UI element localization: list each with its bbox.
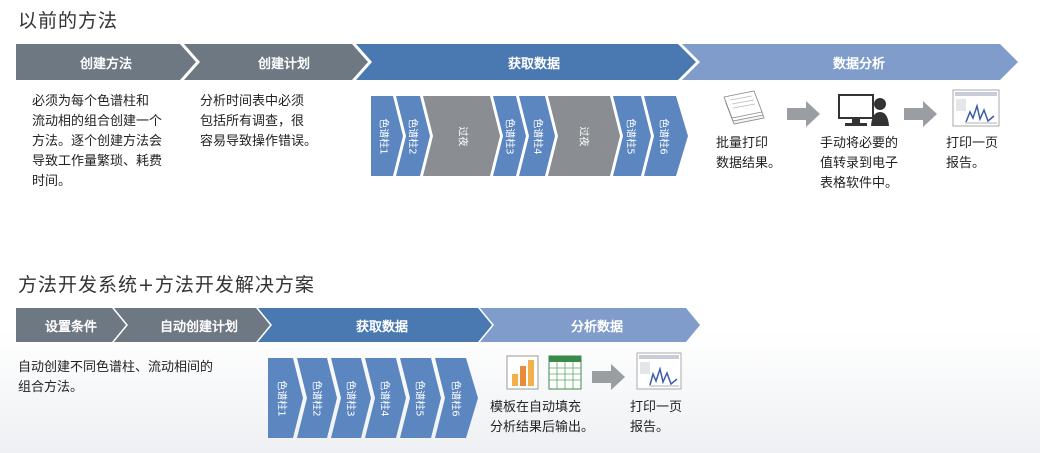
s1-col2-shape	[396, 96, 430, 176]
s2-column-3: 色谱柱3	[344, 379, 356, 417]
desc-create-method: 必须为每个色谱柱和 流动相的组合创建一个 方法。逐个创建方法会 导致工作量繁琐、…	[32, 94, 163, 189]
s1-col1-shape	[371, 96, 403, 176]
flow-arrow-2	[904, 101, 937, 127]
s1-column-5: 色谱柱5	[624, 117, 636, 155]
stage-create-plan: 创建计划	[257, 56, 310, 72]
s2-col4-shape	[365, 358, 406, 438]
stage4-shape	[682, 44, 1018, 80]
stage-auto-create-plan: 自动创建计划	[159, 319, 238, 335]
label-print-report: 打印一页 报告。	[946, 136, 999, 171]
s2-stage1-shape	[16, 308, 126, 342]
desc-auto-create: 自动创建不同色谱柱、流动相间的 组合方法。	[18, 360, 214, 395]
bar-chart-icon	[506, 355, 539, 390]
s2-col3-shape	[331, 358, 371, 438]
s2-stage2-shape	[114, 308, 270, 342]
stage-data-analysis: 数据分析	[832, 56, 885, 72]
s2-col5-shape	[400, 358, 441, 438]
background-gradient	[0, 330, 1040, 453]
stage-create-method: 创建方法	[79, 56, 132, 72]
spreadsheet-icon	[548, 355, 582, 390]
stage1-shape	[16, 44, 196, 80]
s2-stage3-shape	[258, 308, 492, 342]
s1-col3-shape	[423, 96, 500, 176]
s2-column-5: 色谱柱5	[413, 379, 425, 417]
report-icon	[952, 89, 1000, 127]
section1-title: 以前的方法	[18, 10, 119, 32]
label-template-output: 模板在自动填充 分析结果后输出。	[490, 400, 595, 435]
s2-column-1: 色谱柱1	[275, 379, 287, 417]
label-manual-transcribe: 手动将必要的 值转录到电子 表格软件中。	[820, 136, 899, 191]
s1-col4-shape	[493, 96, 526, 176]
section2-title: 方法开发系统+方法开发解决方案	[18, 274, 315, 296]
s2-col1-shape	[268, 358, 303, 438]
stage3-shape	[356, 44, 696, 80]
flow-arrow-3	[592, 364, 625, 390]
s1-col5-shape	[519, 96, 555, 176]
s1-column-2: 色谱柱2	[406, 117, 418, 155]
report-icon-2	[636, 352, 682, 390]
s1-col7-shape	[613, 96, 651, 176]
s1-col6-shape	[548, 96, 620, 176]
s2-column-6: 色谱柱6	[449, 379, 461, 417]
flow-arrow-1	[787, 101, 820, 127]
s2-stage4-shape	[480, 308, 700, 342]
s2-columns-shapes	[268, 358, 478, 438]
paper-stack-icon	[723, 90, 765, 125]
s1-columns-shapes	[371, 96, 688, 176]
s1-column-1: 色谱柱1	[377, 117, 389, 155]
label-print-report-2: 打印一页 报告。	[630, 400, 683, 435]
s1-column-4: 色谱柱4	[531, 117, 543, 155]
computer-user-icon	[838, 94, 889, 126]
stage-acquire-data: 获取数据	[507, 56, 560, 72]
s2-column-2: 色谱柱2	[310, 379, 322, 417]
stage-acquire-data-2: 获取数据	[355, 319, 408, 335]
stage2-shape	[184, 44, 368, 80]
s1-overnight-2: 过夜	[577, 126, 589, 146]
s2-column-4: 色谱柱4	[378, 379, 390, 417]
s1-column-6: 色谱柱6	[657, 117, 669, 155]
desc-create-plan: 分析时间表中必须 包括所有调查，很 容易导致操作错误。	[200, 94, 318, 149]
s1-overnight-1: 过夜	[456, 126, 468, 146]
label-batch-print: 批量打印 数据结果。	[716, 136, 782, 171]
s2-col6-shape	[435, 358, 478, 438]
s1-col8-shape	[644, 96, 688, 176]
stage-analyze-data: 分析数据	[570, 319, 623, 335]
s2-col2-shape	[297, 358, 337, 438]
s1-column-3: 色谱柱3	[503, 117, 515, 155]
stage-set-conditions: 设置条件	[44, 319, 97, 335]
